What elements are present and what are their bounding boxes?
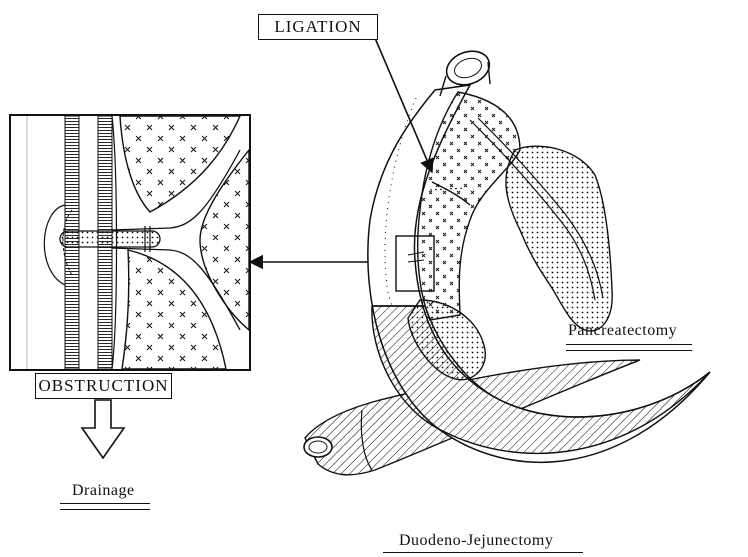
ligation-label: LIGATION <box>258 14 378 40</box>
down-arrow-icon <box>82 400 124 458</box>
drainage-caption: Drainage <box>72 482 135 500</box>
pancreatectomy-underline <box>566 344 692 351</box>
obstruction-label: OBSTRUCTION <box>35 373 172 399</box>
magnified-inset <box>10 115 250 370</box>
drainage-underline <box>60 503 150 510</box>
organ-illustration <box>304 45 710 474</box>
pancreatectomy-caption: Pancreatectomy <box>568 322 677 340</box>
duodeno-jejunectomy-underline <box>383 552 583 555</box>
duodeno-jejunectomy-caption: Duodeno-Jejunectomy <box>399 532 553 550</box>
